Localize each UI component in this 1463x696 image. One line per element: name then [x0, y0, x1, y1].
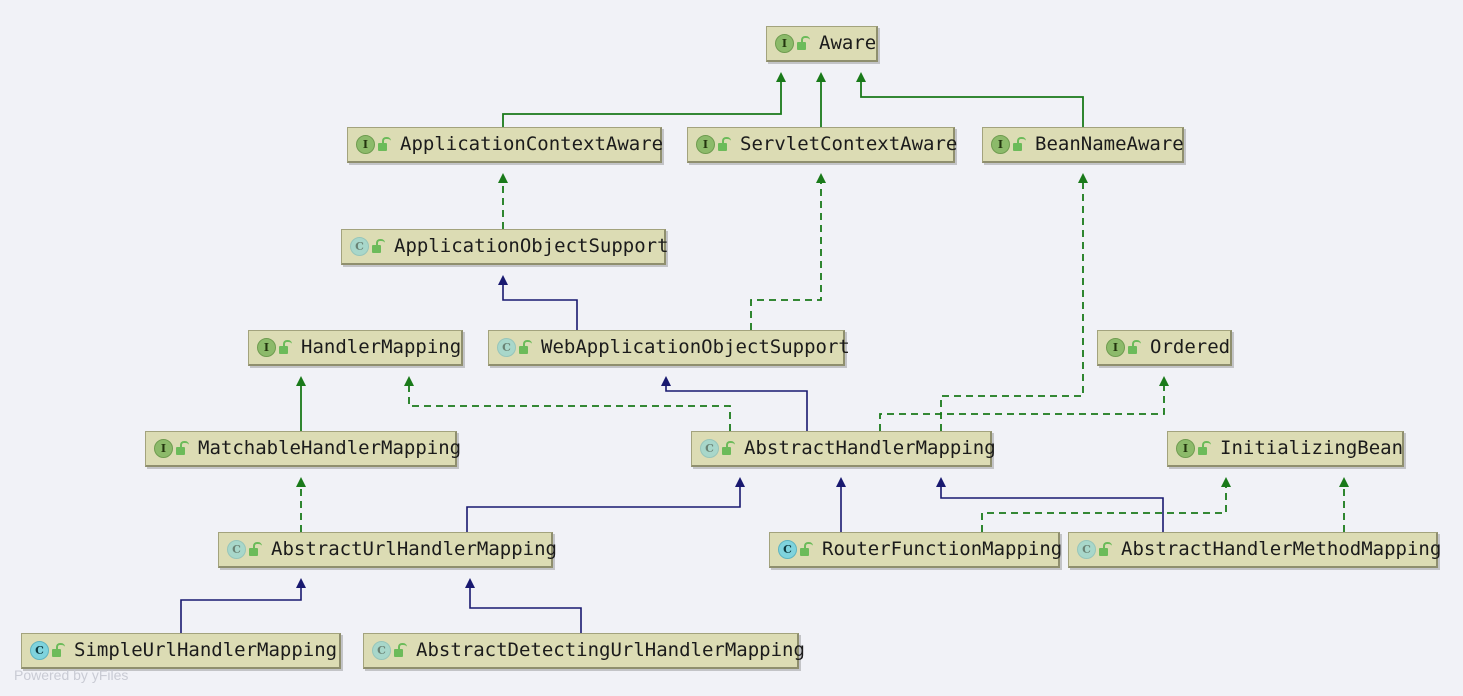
uml-node-label: AbstractDetectingUrlHandlerMapping [416, 639, 805, 661]
uml-node-beanNameAware[interactable]: I BeanNameAware [982, 127, 1184, 163]
uml-node-ordered[interactable]: I Ordered [1097, 330, 1232, 366]
uml-node-abstractHandlerMapping[interactable]: C AbstractHandlerMapping [691, 431, 996, 467]
unlocked-padlock-icon [519, 340, 532, 355]
uml-node-label: Ordered [1150, 336, 1231, 358]
interface-icon: I [356, 135, 375, 154]
uml-node-label: ApplicationContextAware [400, 133, 664, 155]
class-icon: C [1077, 540, 1096, 559]
uml-node-servletContextAware[interactable]: I ServletContextAware [687, 127, 958, 163]
edge-abstractHandlerMapping-to-webApplicationObjectSupport [661, 376, 808, 431]
uml-node-webApplicationObjectSupport[interactable]: C WebApplicationObjectSupport [488, 330, 850, 366]
edge-applicationContextAware-to-aware [502, 72, 786, 127]
interface-icon: I [154, 439, 173, 458]
uml-node-label: SimpleUrlHandlerMapping [74, 639, 338, 661]
unlocked-padlock-icon [378, 137, 391, 152]
unlocked-padlock-icon [718, 137, 731, 152]
uml-node-routerFunctionMapping[interactable]: C RouterFunctionMapping [769, 532, 1063, 568]
unlocked-padlock-icon [800, 542, 813, 557]
edge-abstractUrlHandlerMapping-to-abstractHandlerMapping [466, 477, 745, 532]
uml-node-aware[interactable]: I Aware [766, 26, 878, 62]
unlocked-padlock-icon [1128, 340, 1141, 355]
uml-node-abstractDetectingUrlHandlerMapping[interactable]: C AbstractDetectingUrlHandlerMapping [363, 633, 805, 669]
class-icon: C [350, 237, 369, 256]
unlocked-padlock-icon [1099, 542, 1112, 557]
unlocked-padlock-icon [1013, 137, 1026, 152]
edge-abstractDetectingUrlHandlerMapping-to-abstractUrlHandlerMapping [465, 578, 582, 633]
unlocked-padlock-icon [249, 542, 262, 557]
uml-node-applicationObjectSupport[interactable]: C ApplicationObjectSupport [341, 229, 669, 265]
edge-abstractHandlerMethodMapping-to-abstractHandlerMapping [936, 477, 1164, 532]
uml-node-label: AbstractHandlerMethodMapping [1121, 538, 1442, 560]
yfiles-watermark: Powered by yFiles [14, 667, 129, 683]
edge-beanNameAware-to-aware [856, 72, 1084, 127]
uml-node-initializingBean[interactable]: I InitializingBean [1167, 431, 1404, 467]
uml-node-label: ServletContextAware [740, 133, 958, 155]
class-icon: C [227, 540, 246, 559]
interface-icon: I [775, 34, 794, 53]
unlocked-padlock-icon [394, 643, 407, 658]
interface-icon: I [991, 135, 1010, 154]
uml-node-matchableHandlerMapping[interactable]: I MatchableHandlerMapping [145, 431, 461, 467]
edge-webApplicationObjectSupport-to-servletContextAware [750, 173, 826, 330]
unlocked-padlock-icon [176, 441, 189, 456]
interface-icon: I [1106, 338, 1125, 357]
uml-node-simpleUrlHandlerMapping[interactable]: C SimpleUrlHandlerMapping [21, 633, 341, 669]
uml-node-label: RouterFunctionMapping [822, 538, 1063, 560]
unlocked-padlock-icon [372, 239, 385, 254]
interface-icon: I [257, 338, 276, 357]
edge-webApplicationObjectSupport-to-applicationObjectSupport [498, 275, 578, 330]
unlocked-padlock-icon [279, 340, 292, 355]
edge-abstractHandlerMapping-to-ordered [879, 376, 1169, 431]
uml-node-abstractHandlerMethodMapping[interactable]: C AbstractHandlerMethodMapping [1068, 532, 1442, 568]
uml-node-label: WebApplicationObjectSupport [541, 336, 850, 358]
uml-node-label: AbstractHandlerMapping [744, 437, 996, 459]
edge-abstractHandlerMapping-to-beanNameAware [940, 173, 1088, 431]
class-icon: C [497, 338, 516, 357]
uml-node-abstractUrlHandlerMapping[interactable]: C AbstractUrlHandlerMapping [218, 532, 557, 568]
edges-group [180, 72, 1349, 633]
interface-icon: I [1176, 439, 1195, 458]
unlocked-padlock-icon [722, 441, 735, 456]
class-icon: C [778, 540, 797, 559]
class-icon: C [372, 641, 391, 660]
uml-node-label: BeanNameAware [1035, 133, 1184, 155]
class-icon: C [700, 439, 719, 458]
unlocked-padlock-icon [1198, 441, 1211, 456]
interface-icon: I [696, 135, 715, 154]
edge-routerFunctionMapping-to-initializingBean [981, 477, 1231, 532]
edge-simpleUrlHandlerMapping-to-abstractUrlHandlerMapping [180, 578, 306, 633]
uml-node-handlerMapping[interactable]: I HandlerMapping [248, 330, 463, 366]
uml-node-label: ApplicationObjectSupport [394, 235, 669, 257]
class-icon: C [30, 641, 49, 660]
uml-node-label: MatchableHandlerMapping [198, 437, 462, 459]
edge-abstractHandlerMapping-to-handlerMapping [404, 376, 731, 431]
uml-node-label: AbstractUrlHandlerMapping [271, 538, 557, 560]
uml-node-applicationContextAware[interactable]: I ApplicationContextAware [347, 127, 664, 163]
uml-node-label: HandlerMapping [301, 336, 462, 358]
uml-node-label: Aware [819, 32, 877, 54]
unlocked-padlock-icon [52, 643, 65, 658]
unlocked-padlock-icon [797, 36, 810, 51]
uml-node-label: InitializingBean [1220, 437, 1404, 459]
